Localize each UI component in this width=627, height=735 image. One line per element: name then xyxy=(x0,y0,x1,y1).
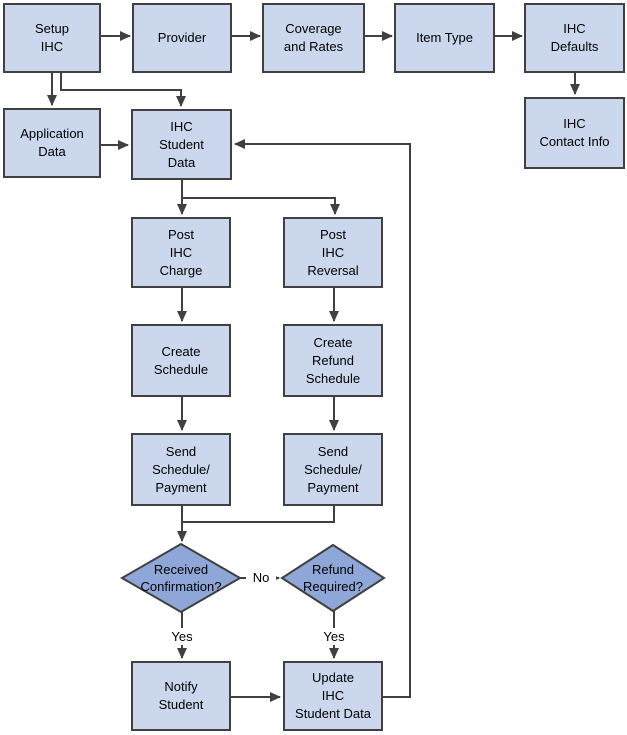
node-provider: Provider xyxy=(132,3,232,73)
node-item-type: Item Type xyxy=(394,3,495,73)
node-setup-ihc: Setup IHC xyxy=(3,3,101,73)
decision-label-refund-required: Refund Required? xyxy=(303,562,363,594)
decision-refund-required xyxy=(280,543,386,613)
decision-received-confirmation xyxy=(119,542,243,614)
node-post-ihc-charge: Post IHC Charge xyxy=(131,217,231,288)
node-ihc-student-data: IHC Student Data xyxy=(131,109,232,180)
edge-label-yes-left: Yes xyxy=(164,628,200,645)
node-send-schedule-payment-right: Send Schedule/ Payment xyxy=(283,433,383,506)
node-ihc-defaults: IHC Defaults xyxy=(524,3,625,73)
edge-sendright-merge xyxy=(183,506,335,523)
decision-label-received-confirmation: Received Confirmation? xyxy=(140,562,222,594)
edge-update-feedback-to-studentdata xyxy=(234,139,411,698)
node-create-refund-schedule: Create Refund Schedule xyxy=(283,324,383,397)
node-send-schedule-payment-left: Send Schedule/ Payment xyxy=(131,433,231,506)
edge-label-yes-right: Yes xyxy=(316,628,352,645)
node-notify-student: Notify Student xyxy=(131,661,231,731)
node-update-ihc-student-data: Update IHC Student Data xyxy=(283,661,383,731)
node-post-ihc-reversal: Post IHC Reversal xyxy=(283,217,383,288)
edge-studentdata-to-postreversal xyxy=(182,197,340,215)
node-application-data: Application Data xyxy=(3,108,101,178)
node-coverage-and-rates: Coverage and Rates xyxy=(262,3,365,73)
edge-setup-to-studentdata xyxy=(60,73,186,107)
node-create-schedule: Create Schedule xyxy=(131,324,231,397)
node-ihc-contact-info: IHC Contact Info xyxy=(524,97,625,169)
edge-label-no: No xyxy=(246,569,276,586)
